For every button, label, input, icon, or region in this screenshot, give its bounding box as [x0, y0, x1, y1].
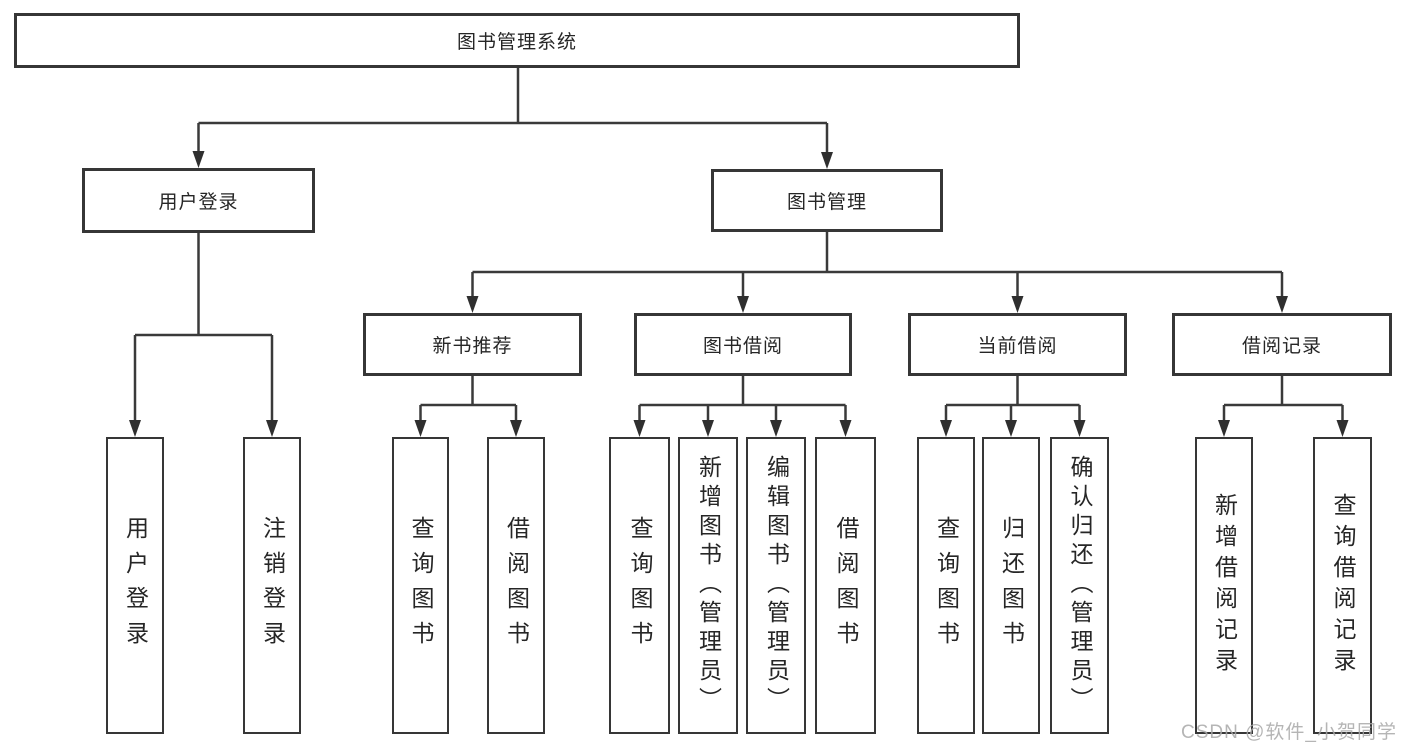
- arrowhead-br-add: [1218, 420, 1230, 437]
- leaf-bb-query-books: 查询图书: [609, 437, 670, 734]
- connector-user-login-children: [133, 233, 274, 423]
- arrowhead-current-borrowing: [1011, 296, 1024, 313]
- node-current-borrowing: 当前借阅: [908, 313, 1127, 376]
- leaf-label: 借阅图书: [503, 515, 530, 656]
- node-label: 借阅记录: [1241, 336, 1322, 357]
- arrowhead-leaf-user-login: [129, 420, 141, 437]
- connector-current-borrowing-children: [944, 376, 1081, 423]
- connector-root-to-level2: [197, 68, 829, 155]
- arrowhead-borrowing-records: [1276, 296, 1288, 313]
- node-new-book-recommend: 新书推荐: [363, 313, 582, 376]
- leaf-cb-return-books: 归还图书: [982, 437, 1040, 734]
- leaf-nb-query-books: 查询图书: [392, 437, 449, 734]
- arrowhead-user-login: [192, 151, 205, 168]
- node-library-management-system: 图书管理系统: [14, 13, 1020, 68]
- arrowhead-nb-query: [414, 420, 427, 437]
- leaf-label: 借阅图书: [833, 515, 859, 656]
- leaf-cb-query-books: 查询图书: [917, 437, 975, 734]
- node-label: 当前借阅: [977, 336, 1058, 357]
- leaf-bb-add-books-admin: 新增图书（管理员）: [678, 437, 738, 734]
- leaf-bb-edit-books-admin: 编辑图书（管理员）: [746, 437, 806, 734]
- connector-borrowing-records-children: [1222, 376, 1344, 423]
- leaf-label: 新增借阅记录: [1211, 492, 1238, 679]
- leaf-label: 查询图书: [627, 515, 653, 656]
- leaf-label: 查询借阅记录: [1330, 492, 1356, 679]
- leaf-logout: 注销登录: [243, 437, 301, 734]
- node-label: 图书借阅: [702, 336, 783, 357]
- leaf-label: 用户登录: [122, 515, 149, 656]
- leaf-label: 归还图书: [998, 515, 1025, 656]
- csdn-watermark: CSDN @软件_小贺同学: [1181, 722, 1397, 743]
- arrowhead-leaf-logout: [266, 420, 278, 437]
- leaf-label: 新增图书（管理员）: [695, 455, 722, 716]
- leaf-label: 注销登录: [259, 515, 286, 656]
- arrowhead-book-borrowing: [737, 296, 749, 313]
- connector-book-borrowing-children: [638, 376, 847, 423]
- leaf-user-login: 用户登录: [106, 437, 164, 734]
- leaf-cb-confirm-return-admin: 确认归还（管理员）: [1050, 437, 1109, 734]
- node-label: 新书推荐: [432, 336, 513, 357]
- leaf-label: 查询图书: [933, 515, 960, 656]
- node-book-management: 图书管理: [711, 169, 943, 232]
- node-borrowing-records: 借阅记录: [1172, 313, 1392, 376]
- arrowhead-book-management: [821, 152, 833, 169]
- leaf-label: 查询图书: [408, 515, 434, 656]
- arrowhead-cb-confirm: [1073, 420, 1086, 437]
- leaf-br-query-record: 查询借阅记录: [1313, 437, 1372, 734]
- node-user-login: 用户登录: [82, 168, 315, 233]
- arrowhead-bb-query: [633, 420, 646, 437]
- leaf-label: 确认归还（管理员）: [1067, 455, 1093, 716]
- leaf-nb-borrow-books: 借阅图书: [487, 437, 545, 734]
- arrowhead-bb-add: [702, 420, 714, 437]
- arrowhead-nb-borrow: [510, 420, 522, 437]
- connector-new-book-recommend-children: [419, 376, 518, 423]
- node-label: 用户登录: [158, 192, 239, 213]
- leaf-bb-borrow-books: 借阅图书: [815, 437, 876, 734]
- arrowhead-cb-query: [940, 420, 952, 437]
- leaf-label: 编辑图书（管理员）: [763, 455, 790, 716]
- arrowhead-br-query: [1336, 420, 1349, 437]
- node-book-borrowing: 图书借阅: [634, 313, 852, 376]
- node-label: 图书管理: [786, 192, 867, 213]
- arrowhead-bb-edit: [770, 420, 782, 437]
- connector-book-management-children: [471, 232, 1284, 299]
- arrowhead-cb-return: [1005, 420, 1017, 437]
- leaf-br-add-record: 新增借阅记录: [1195, 437, 1253, 734]
- arrowhead-new-book-recommend: [466, 296, 479, 313]
- node-label: 图书管理系统: [456, 32, 577, 53]
- arrowhead-bb-borrow: [839, 420, 852, 437]
